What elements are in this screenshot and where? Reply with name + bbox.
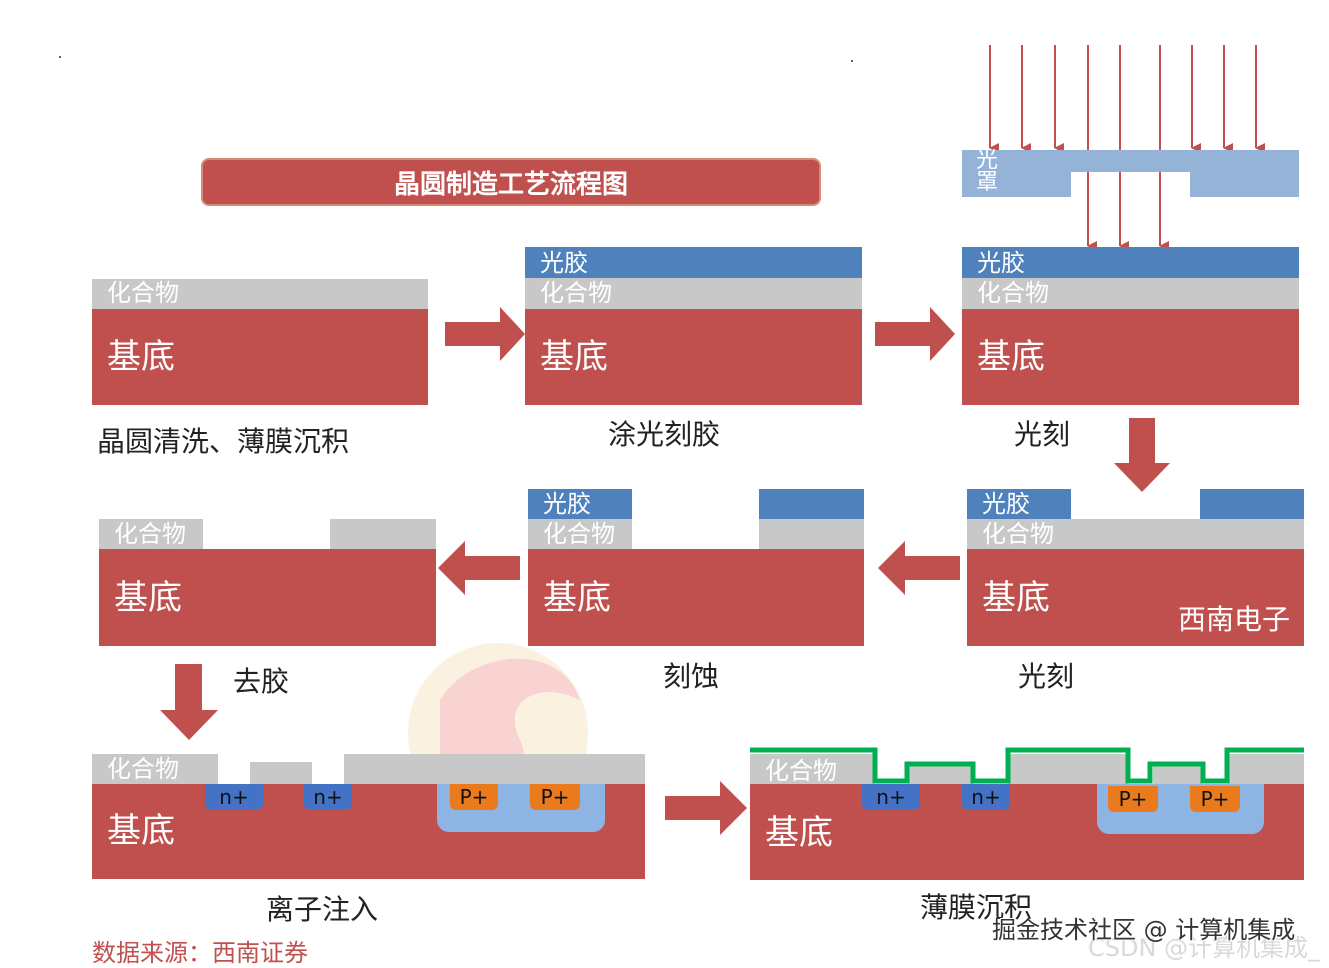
step-caption: 刻蚀 — [663, 660, 720, 693]
compound-label: 化合物 — [540, 279, 612, 307]
arrow-left-2 — [438, 541, 520, 595]
substrate-label: 基底 — [977, 337, 1045, 377]
compound-label: 化合物 — [977, 279, 1049, 307]
compound-label: 化合物 — [107, 755, 179, 783]
arrow-right-1 — [445, 307, 525, 361]
compound-label: 化合物 — [543, 520, 615, 548]
step-caption: 涂光刻胶 — [608, 418, 721, 451]
arrow-left-1 — [878, 541, 960, 595]
uv-light-arrows — [989, 45, 1265, 251]
step-caption: 光刻 — [1014, 418, 1071, 451]
substrate-label: 基底 — [540, 337, 608, 377]
n-plus-region: n+ — [962, 784, 1010, 810]
page-title: 晶圆制造工艺流程图 — [201, 158, 821, 206]
watermark-csdn: CSDN @计算机集成_ — [1088, 934, 1321, 962]
substrate-label: 基底 — [543, 578, 611, 618]
step-caption: 晶圆清洗、薄膜沉积 — [97, 425, 350, 458]
substrate-label: 基底 — [982, 578, 1050, 618]
n-plus-region: n+ — [205, 784, 263, 810]
p-plus-region: P+ — [530, 784, 580, 810]
p-plus-region: P+ — [450, 784, 498, 810]
arrow-right-3 — [665, 781, 747, 835]
mask-label: 光罩 — [976, 148, 999, 195]
substrate-label: 基底 — [107, 811, 175, 851]
p-plus-region: P+ — [1108, 786, 1158, 812]
substrate-label: 基底 — [765, 813, 833, 853]
substrate-label: 基底 — [107, 337, 175, 377]
p-plus-region: P+ — [1190, 786, 1240, 812]
step-caption: 离子注入 — [266, 893, 379, 926]
photoresist-label: 光胶 — [540, 249, 588, 277]
step-caption: 去胶 — [233, 665, 290, 698]
step-caption: 光刻 — [1018, 660, 1075, 693]
data-source: 数据来源：西南证券 — [92, 939, 308, 967]
compound-label: 化合物 — [114, 520, 186, 548]
step-caption: 薄膜沉积 — [920, 891, 1033, 924]
photoresist-label: 光胶 — [543, 490, 591, 518]
arrow-right-2 — [875, 307, 955, 361]
substrate-label: 基底 — [114, 578, 182, 618]
n-plus-region: n+ — [304, 784, 352, 810]
watermark-juejin: 掘金技术社区 @ 计算机集成 — [992, 916, 1296, 944]
arrow-down-2 — [160, 664, 218, 740]
photoresist-label: 光胶 — [977, 249, 1025, 277]
arrow-down-1 — [1114, 418, 1170, 492]
compound-label: 化合物 — [982, 520, 1054, 548]
compound-label: 化合物 — [107, 279, 179, 307]
compound-label: 化合物 — [765, 757, 837, 785]
watermark-red-text: 西南电子 — [1178, 603, 1291, 636]
photoresist-label: 光胶 — [982, 490, 1030, 518]
n-plus-region: n+ — [862, 784, 920, 810]
